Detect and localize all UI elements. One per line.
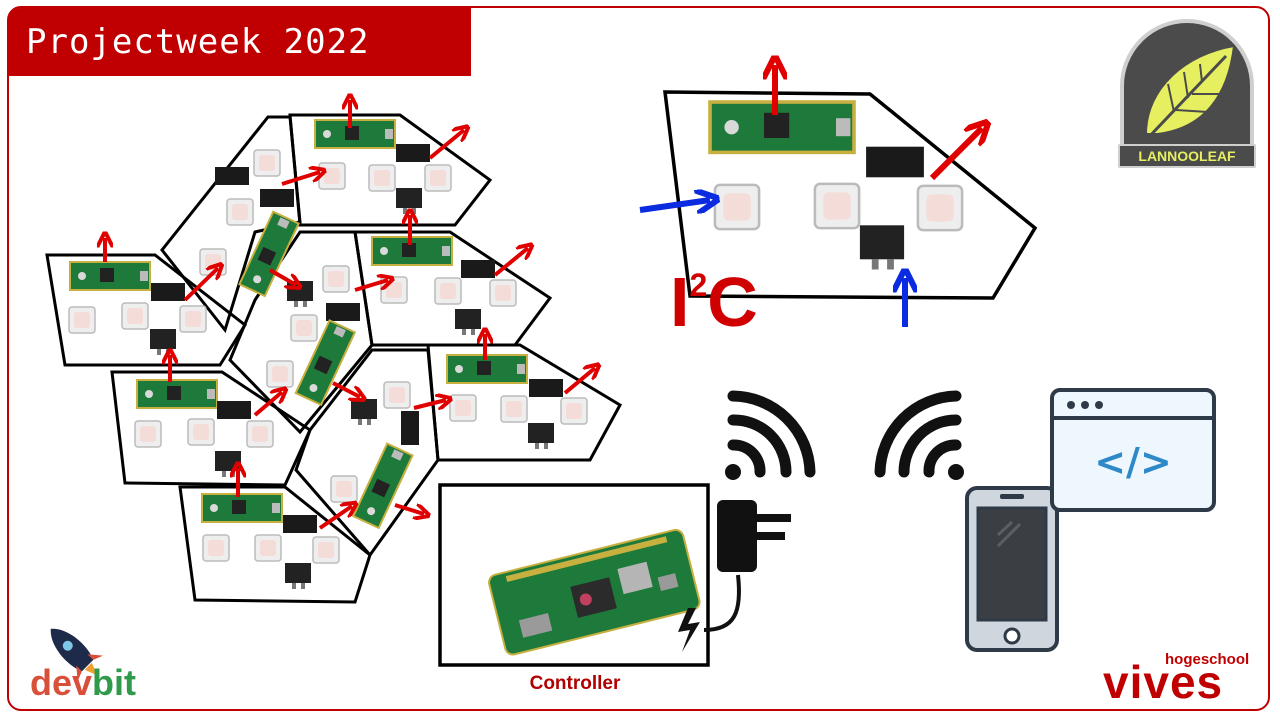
code-symbol: </>	[1094, 440, 1172, 484]
wifi-icon	[880, 396, 964, 480]
wifi-icon	[725, 396, 810, 480]
controller-box	[440, 485, 708, 665]
controller-label: Controller	[520, 673, 630, 695]
charger-icon	[704, 500, 791, 630]
lannooleaf-label: LANNOOLEAF	[1118, 144, 1256, 168]
smartphone-icon	[967, 488, 1057, 650]
i2c-label: I2C	[670, 262, 758, 342]
vives-logo: vives	[1103, 655, 1223, 709]
code-window-icon: </>	[1052, 390, 1214, 510]
devbit-logo: devbit	[30, 662, 136, 704]
